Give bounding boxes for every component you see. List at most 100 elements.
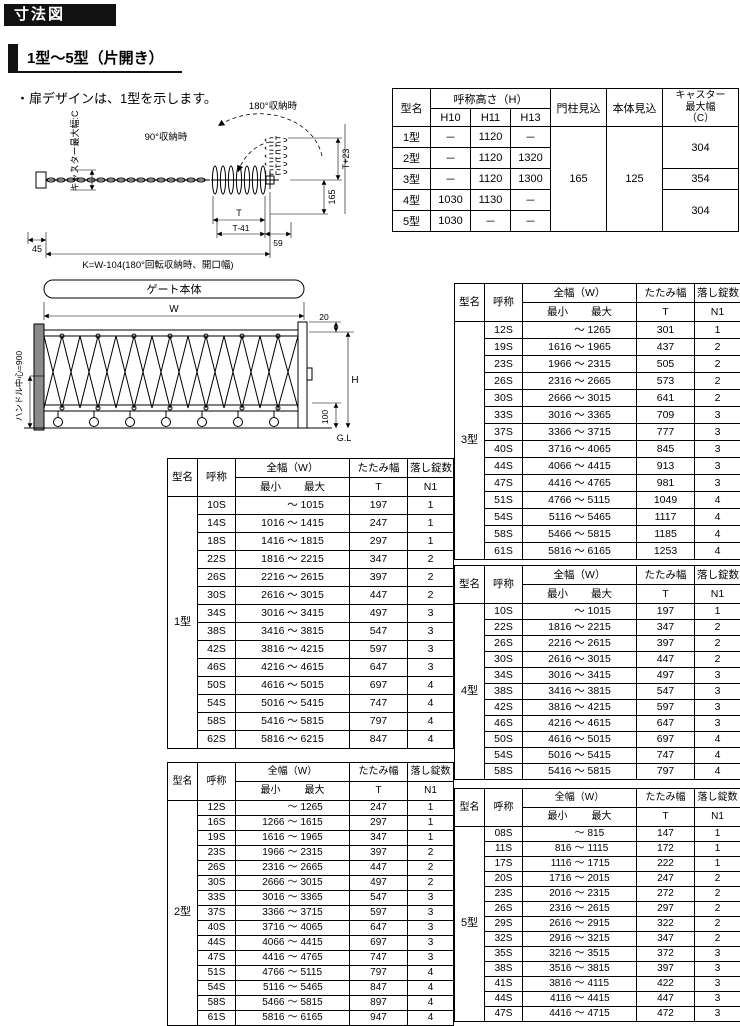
lock-count: 4	[408, 966, 454, 981]
fold-width: 1117	[637, 509, 695, 526]
lock-count: 2	[408, 861, 454, 876]
col-model: 型名	[455, 789, 485, 827]
gate-body-label-shape: ゲート本体	[44, 280, 304, 298]
fold-width: 301	[637, 322, 695, 339]
lock-count: 3	[695, 992, 740, 1007]
fold-width: 697	[637, 732, 695, 748]
size-name: 54S	[198, 981, 236, 996]
size-name: 35S	[485, 947, 523, 962]
lock-count: 3	[695, 962, 740, 977]
dim-45: 45	[32, 244, 42, 254]
col-locks-sub: N1	[695, 303, 740, 322]
fold-width: 447	[637, 652, 695, 668]
lock-count: 3	[408, 641, 454, 659]
fold-width: 697	[350, 677, 408, 695]
spec-h10: －	[431, 148, 471, 169]
spec-h10: 1030	[431, 190, 471, 211]
width-range: 4766～5115	[523, 492, 637, 509]
lock-count: 3	[408, 921, 454, 936]
size-name: 23S	[485, 356, 523, 373]
model-name: 5型	[455, 827, 485, 1022]
fold-width: 597	[637, 700, 695, 716]
col-locks: 落し錠数	[408, 763, 454, 782]
fold-width: 347	[350, 831, 408, 846]
dim-100: 100	[320, 410, 330, 424]
section-title: 1型～5型（片開き）	[8, 44, 182, 73]
size-name: 61S	[485, 543, 523, 560]
fold-width: 547	[350, 891, 408, 906]
fold-width: 847	[350, 731, 408, 749]
fold-width: 647	[637, 716, 695, 732]
fold-width: 397	[350, 846, 408, 861]
spec-h11: 1120	[471, 127, 511, 148]
elevation-drawing: ゲート本体 W	[14, 276, 362, 466]
width-range: 1416～1815	[236, 533, 350, 551]
width-range: 1816～2215	[523, 620, 637, 636]
size-name: 17S	[485, 857, 523, 872]
width-range: 1716～2015	[523, 872, 637, 887]
col-name: 呼称	[198, 763, 236, 801]
fold-width: 247	[350, 515, 408, 533]
width-range: 1016～1415	[236, 515, 350, 533]
width-range: 1966～2315	[236, 846, 350, 861]
page-title: 寸法図	[4, 4, 116, 26]
col-name: 呼称	[485, 284, 523, 322]
width-range: 5116～5465	[236, 981, 350, 996]
width-range: ～815	[523, 827, 637, 842]
col-width: 全幅（W）	[523, 566, 637, 585]
lock-count: 3	[695, 441, 740, 458]
lock-count: 3	[408, 951, 454, 966]
size-name: 33S	[485, 407, 523, 424]
fold-width: 777	[637, 424, 695, 441]
width-range: ～1265	[523, 322, 637, 339]
size-name: 54S	[485, 748, 523, 764]
fold-width: 845	[637, 441, 695, 458]
lock-count: 4	[695, 764, 740, 780]
fold-width: 641	[637, 390, 695, 407]
width-range: 1816～2215	[236, 551, 350, 569]
fold-width: 172	[637, 842, 695, 857]
model-name: 2型	[168, 801, 198, 1026]
model-name: 3型	[455, 322, 485, 560]
w-dimension: W	[44, 302, 304, 320]
fold-width: 573	[637, 373, 695, 390]
size-name: 26S	[485, 636, 523, 652]
spec-model: 1型	[393, 127, 431, 148]
fold-width: 397	[637, 636, 695, 652]
dim-165: 165	[327, 189, 337, 204]
col-locks: 落し錠数	[695, 566, 740, 585]
fold-width: 297	[350, 816, 408, 831]
lock-count: 2	[695, 356, 740, 373]
spec-post-value: 165	[551, 127, 607, 232]
lock-count: 3	[408, 623, 454, 641]
lock-count: 3	[695, 977, 740, 992]
fold-width: 547	[637, 684, 695, 700]
ground-line-label: G.L	[337, 433, 352, 443]
size-name: 34S	[485, 668, 523, 684]
fold-width: 747	[350, 695, 408, 713]
fold-width: 372	[637, 947, 695, 962]
size-name: 42S	[198, 641, 236, 659]
size-name: 12S	[198, 801, 236, 816]
spec-col-height: 呼称高さ（H）	[431, 89, 551, 109]
width-range: 3416～3815	[523, 684, 637, 700]
casters	[54, 411, 279, 427]
size-name: 38S	[485, 684, 523, 700]
col-name: 呼称	[198, 459, 236, 497]
width-range: 5416～5815	[523, 764, 637, 780]
